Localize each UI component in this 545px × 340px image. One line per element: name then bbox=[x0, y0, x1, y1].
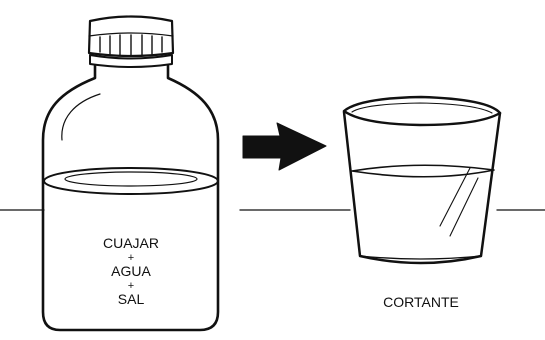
glass-label: CORTANTE bbox=[383, 294, 459, 310]
ingredient-2: AGUA bbox=[111, 263, 151, 279]
bottle-cap bbox=[87, 15, 175, 58]
ingredient-1: CUAJAR bbox=[103, 235, 159, 251]
arrow-right-icon bbox=[242, 122, 327, 171]
glass-icon bbox=[342, 95, 502, 265]
ingredient-3: SAL bbox=[118, 291, 145, 307]
bottle-label: CUAJAR + AGUA + SAL bbox=[103, 235, 159, 307]
plus-2: + bbox=[128, 280, 134, 292]
bottle-icon bbox=[41, 15, 220, 332]
plus-1: + bbox=[128, 252, 134, 264]
